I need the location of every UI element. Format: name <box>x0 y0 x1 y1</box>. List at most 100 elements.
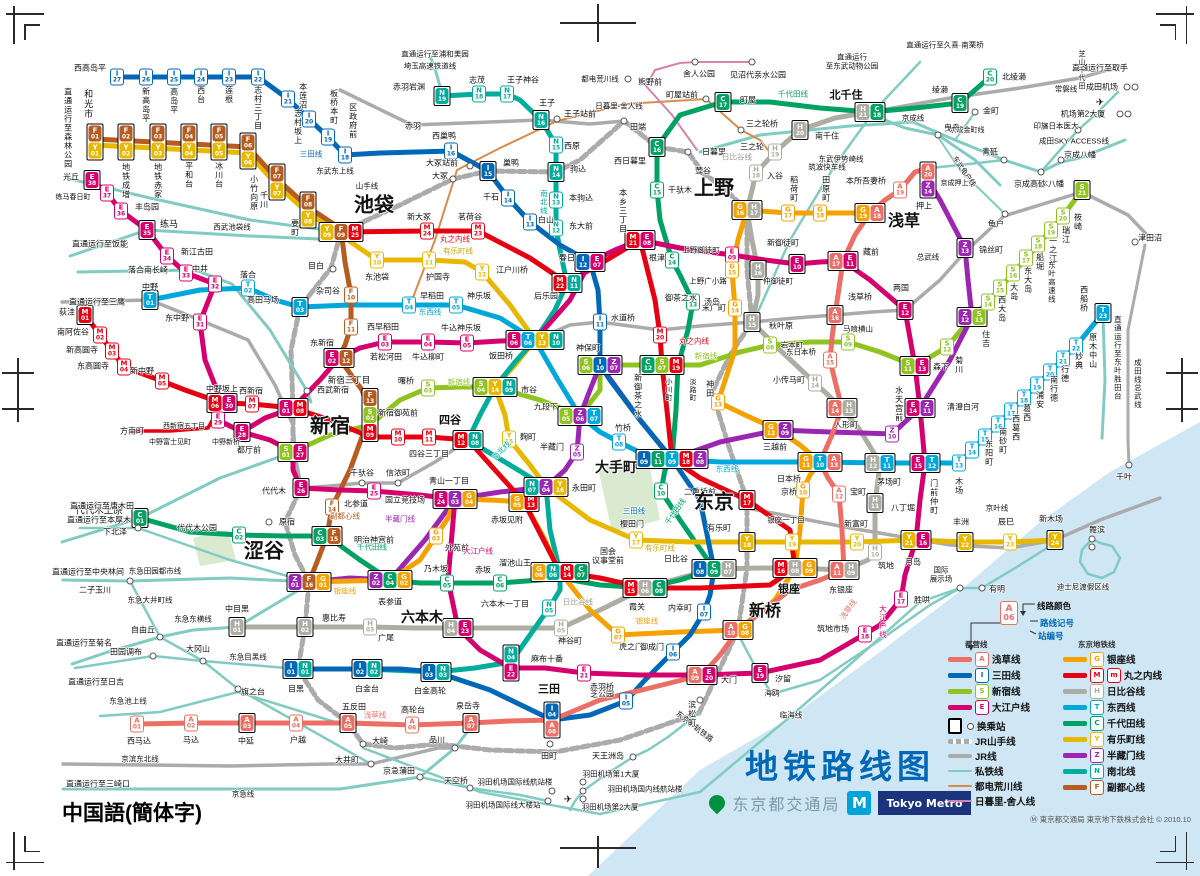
station-label-中野: 中野 <box>142 282 158 292</box>
station-dot <box>466 784 474 792</box>
station-label-御茶之水: 御茶之水 <box>665 293 697 303</box>
station-dot <box>466 162 474 170</box>
station-label-水道桥: 水道桥 <box>611 313 635 323</box>
map-label: 海鸥 <box>764 688 780 698</box>
station-label-惠比寿: 惠比寿 <box>322 613 346 623</box>
line-badge-N00: N <box>1090 763 1104 779</box>
map-label: 副都心线 <box>330 511 360 521</box>
map-label: 大冢站前 <box>426 158 458 168</box>
station-label-本驹込: 本驹込 <box>569 193 593 203</box>
station-label-胜哄: 胜哄 <box>914 595 930 605</box>
station-label-秋叶原: 秋叶原 <box>769 321 793 331</box>
crop-mark <box>1160 24 1176 26</box>
station-label-北绫濑: 北绫濑 <box>1002 72 1026 82</box>
station-label-南阿佐谷: 南阿佐谷 <box>57 327 89 337</box>
map-label: 日暮里-舍人线 <box>595 101 643 111</box>
station-label-都厅前: 都厅前 <box>237 445 261 455</box>
station-label-巢鸭: 巢鸭 <box>503 158 519 168</box>
crop-mark <box>24 24 26 40</box>
line-toden-arakawa <box>408 98 773 309</box>
station-label-目黑: 目黑 <box>288 684 304 694</box>
map-label: 东西线 <box>418 307 442 317</box>
station-label-汤岛: 汤岛 <box>704 297 720 307</box>
map-label: 山手线 <box>355 181 379 191</box>
station-label-牛込神乐坂: 牛込神乐坂 <box>441 323 481 333</box>
legend-misc-jr: JR线 <box>948 749 997 763</box>
station-label-银座: 银座 <box>778 583 800 596</box>
legend-misc-nippori: 日暮里-舍人线 <box>948 794 1035 808</box>
map-label: 机场第2大厦 <box>1060 109 1106 119</box>
station-label-虎之门: 虎之门 <box>619 642 643 652</box>
map-label: 中野新桥 <box>212 438 240 446</box>
station-label-原木中山: 原木中山 <box>1088 333 1098 369</box>
map-label: 大江户线 <box>878 605 888 639</box>
map-label: 王子站前 <box>564 109 596 119</box>
map-label: 见沼代亲水公园 <box>730 70 786 80</box>
station-dot <box>149 652 157 660</box>
map-label: 东武东上线 <box>316 166 354 176</box>
station-dot <box>367 760 375 768</box>
line-inokashira <box>78 526 311 584</box>
map-label: 津田沼 <box>1138 233 1162 243</box>
map-label: 田园调布 <box>110 647 142 657</box>
map-label: 羽田机场国内线航站楼 <box>607 784 683 794</box>
station-label-后乐园: 后乐园 <box>534 291 558 301</box>
station-dot <box>199 657 207 665</box>
line-monorail <box>568 711 701 812</box>
station-label-末广町: 末广町 <box>702 303 726 313</box>
map-label: 新宿线 <box>447 377 471 387</box>
station-label-稻荷町: 稻荷町 <box>789 175 799 203</box>
